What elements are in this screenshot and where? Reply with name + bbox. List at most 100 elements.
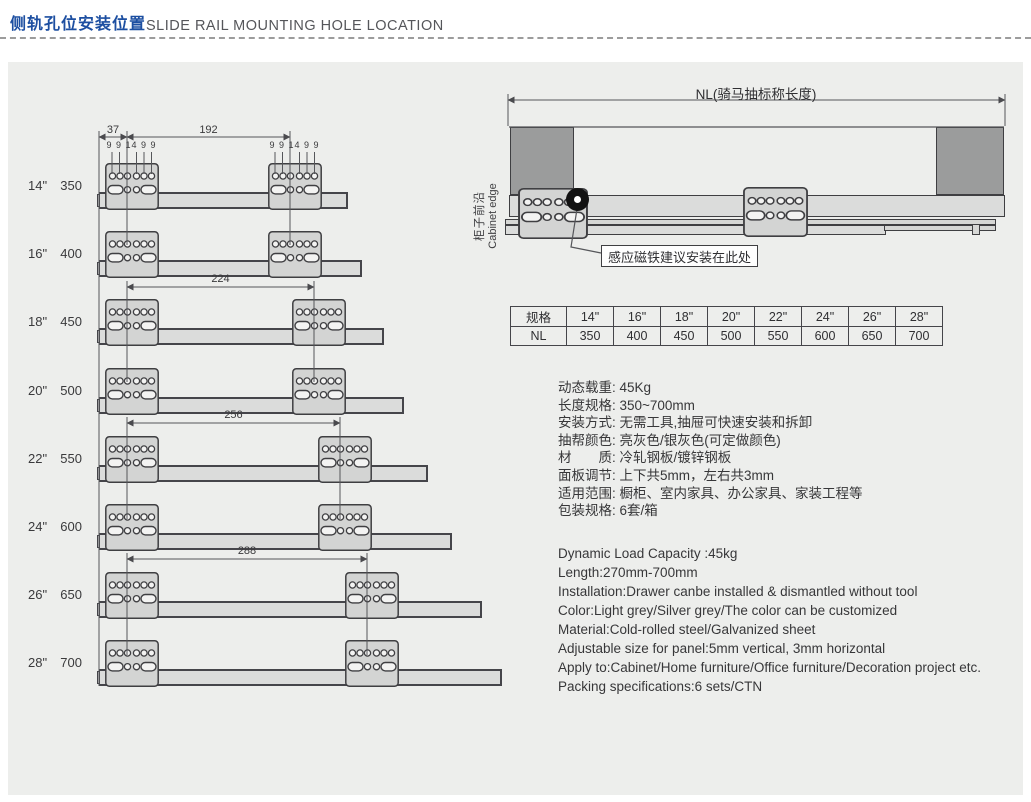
table-cell: 24" [801,306,849,327]
dim-224: 224 [211,273,230,285]
lower-rail-extension [884,225,996,231]
mounting-plate [268,163,322,210]
row-label-mm: 600 [60,519,82,534]
row-label-inch: 24" [28,519,48,534]
mounting-plate [105,231,159,278]
dim-288: 288 [237,545,257,557]
induction-magnet-dot [566,188,589,211]
table-cell: 26" [848,306,896,327]
table-cell: 28" [895,306,943,327]
row-label: 16" 400 [28,246,82,261]
dim-256: 256 [224,409,243,421]
table-cell: 14" [566,306,614,327]
spec-line: Installation:Drawer canbe installed & di… [558,584,918,599]
row-label-inch: 18" [28,314,48,329]
table-cell: 规格 [510,306,567,327]
mounting-plate [105,640,159,687]
mounting-plate [105,163,159,210]
dim-hole-spacing-left: 9 9 14 9 9 [106,140,157,150]
page-header: 侧轨孔位安装位置 SLIDE RAIL MOUNTING HOLE LOCATI… [10,10,1021,34]
cabinet-edge-label-en: Cabinet edge [487,183,499,249]
row-label-mm: 700 [60,655,82,670]
slide-rail [99,669,502,686]
spec-line: 材 质: 冷轧钢板/镀锌钢板 [558,450,732,466]
cabinet-edge-label: 柜子前沿 Cabinet edge [471,166,503,266]
row-label-inch: 22" [28,451,48,466]
row-label-mm: 450 [60,314,82,329]
table-cell: 600 [801,326,849,346]
cabinet-front-block-right [936,127,1004,195]
spec-line: 面板调节: 上下共5mm，左右共3mm [558,467,774,483]
mounting-plate [268,231,322,278]
spec-line: 动态载重: 45Kg [558,380,652,395]
row-label-inch: 26" [28,587,48,602]
row-label-inch: 14" [28,178,48,193]
spec-line: 安装方式: 无需工具,抽屉可快速安装和拆卸 [558,415,813,431]
header-divider [0,37,1031,39]
page-title-en: SLIDE RAIL MOUNTING HOLE LOCATION [146,18,444,34]
mounting-plate [105,572,159,619]
spec-line: Dynamic Load Capacity :45kg [558,546,738,561]
row-label-mm: 500 [60,383,82,398]
spec-line: 适用范围: 橱柜、室内家具、办公家具、家装工程等 [558,485,863,501]
mounting-plate [292,368,346,415]
table-cell: 20" [707,306,755,327]
spec-line: Packing specifications:6 sets/CTN [558,679,763,694]
specs-english: Dynamic Load Capacity :45kg Length:270mm… [558,544,981,696]
dim-hole-spacing-right: 9 9 14 9 9 [269,140,320,150]
table-cell: 18" [660,306,708,327]
page-title-zh: 侧轨孔位安装位置 [10,16,147,33]
row-label-mm: 650 [60,587,82,602]
mounting-plate [345,640,399,687]
row-label: 24" 600 [28,519,82,534]
mounting-plate [292,299,346,346]
rail-hook [972,224,980,235]
table-row: NL 350 400 450 500 550 600 650 700 [510,326,943,346]
table-cell: 16" [613,306,661,327]
spec-line: 抽帮颜色: 亮灰色/银灰色(可定做颜色) [558,432,781,448]
row-label-inch: 16" [28,246,48,261]
row-label: 22" 550 [28,451,82,466]
mounting-plate-middle [743,187,808,237]
cabinet-front-block-left [510,127,574,195]
table-cell: 450 [660,326,708,346]
size-table: 规格 14" 16" 18" 20" 22" 24" 26" 28" NL 35… [510,306,943,346]
cabinet-edge-label-zh: 柜子前沿 [474,191,486,241]
row-label-mm: 400 [60,246,82,261]
spec-line: Material:Cold-rolled steel/Galvanized sh… [558,622,816,637]
dim-37: 37 [106,124,120,136]
mounting-plate [105,368,159,415]
mounting-plate [105,299,159,346]
row-label: 20" 500 [28,383,82,398]
magnet-callout-box: 感应磁铁建议安装在此处 [601,245,758,267]
spec-line: Apply to:Cabinet/Home furniture/Office f… [558,660,981,675]
table-cell: 22" [754,306,802,327]
spec-line: 长度规格: 350~700mm [558,397,695,413]
mounting-plate [345,572,399,619]
table-cell: 650 [848,326,896,346]
magnet-callout-text: 感应磁铁建议安装在此处 [607,249,751,265]
table-cell: NL [510,326,567,346]
row-label-inch: 28" [28,655,48,670]
mounting-plate [318,504,372,551]
specs-chinese: 动态载重: 45Kg 长度规格: 350~700mm 安装方式: 无需工具,抽屉… [558,379,863,520]
spec-line: 包装规格: 6套/箱 [558,503,658,519]
row-label: 14" 350 [28,178,82,193]
dim-192: 192 [199,124,218,136]
spec-line: Length:270mm-700mm [558,565,698,580]
table-row: 规格 14" 16" 18" 20" 22" 24" 26" 28" [510,306,943,327]
row-label: 26" 650 [28,587,82,602]
mounting-plate [105,504,159,551]
row-label-inch: 20" [28,383,48,398]
table-cell: 550 [754,326,802,346]
table-cell: 500 [707,326,755,346]
table-cell: 350 [566,326,614,346]
mounting-plate [105,436,159,483]
row-label-mm: 350 [60,178,82,193]
row-label-mm: 550 [60,451,82,466]
table-cell: 700 [895,326,943,346]
spec-line: Adjustable size for panel:5mm vertical, … [558,641,886,656]
nl-dim-label: NL(骑马抽标称长度) [695,87,817,102]
table-cell: 400 [613,326,661,346]
